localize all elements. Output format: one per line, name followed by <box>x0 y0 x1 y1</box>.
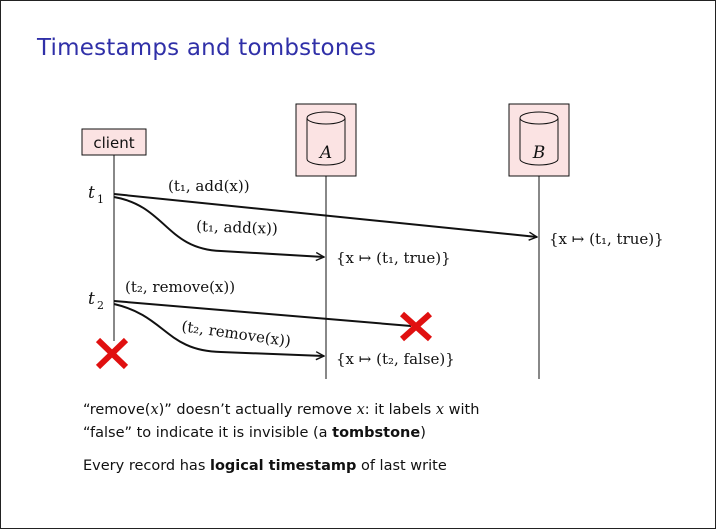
svg-text:1: 1 <box>97 193 104 206</box>
msg1-to-a-arrow <box>113 196 324 257</box>
tombstone-explanation: “remove(x)” doesn’t actually remove x: i… <box>83 402 480 441</box>
database-icon <box>306 111 346 166</box>
timestamp-t2: t 2 <box>88 289 104 312</box>
msg1-to-a-label: (t₁, add(x)) <box>196 217 278 238</box>
svg-text:t: t <box>88 289 95 309</box>
replica-a-label: A <box>318 143 332 163</box>
client-crash-cross-icon <box>95 337 129 370</box>
client-label: client <box>93 134 134 152</box>
replica-b-label: B <box>532 143 546 163</box>
svg-text:2: 2 <box>97 299 104 312</box>
msg2-to-b-arrow <box>113 300 412 327</box>
msg1-to-b-label: (t₁, add(x)) <box>168 177 250 195</box>
replica-b-node: B <box>508 103 570 177</box>
msg1-to-b-arrow <box>113 193 537 237</box>
sequence-diagram: client A B t 1 t <box>81 103 664 379</box>
client-node: client <box>81 128 147 156</box>
state-b-after-add: {x ↦ (t₁, true)} <box>549 230 664 248</box>
lost-message-cross-icon <box>400 311 432 342</box>
state-a-after-remove: {x ↦ (t₂, false)} <box>336 350 455 368</box>
timestamp-explanation: Every record has logical timestamp of la… <box>83 458 447 474</box>
svg-text:t: t <box>88 183 95 203</box>
timestamp-t1: t 1 <box>88 183 104 206</box>
replica-a-node: A <box>295 103 357 177</box>
msg2-to-a-arrow <box>113 303 324 356</box>
database-icon <box>519 111 559 166</box>
slide-title: Timestamps and tombstones <box>37 35 377 61</box>
state-a-after-add: {x ↦ (t₁, true)} <box>336 249 451 267</box>
msg2-to-a-label: (t₂, remove(x)) <box>180 317 292 350</box>
msg2-to-b-label: (t₂, remove(x)) <box>125 278 235 296</box>
